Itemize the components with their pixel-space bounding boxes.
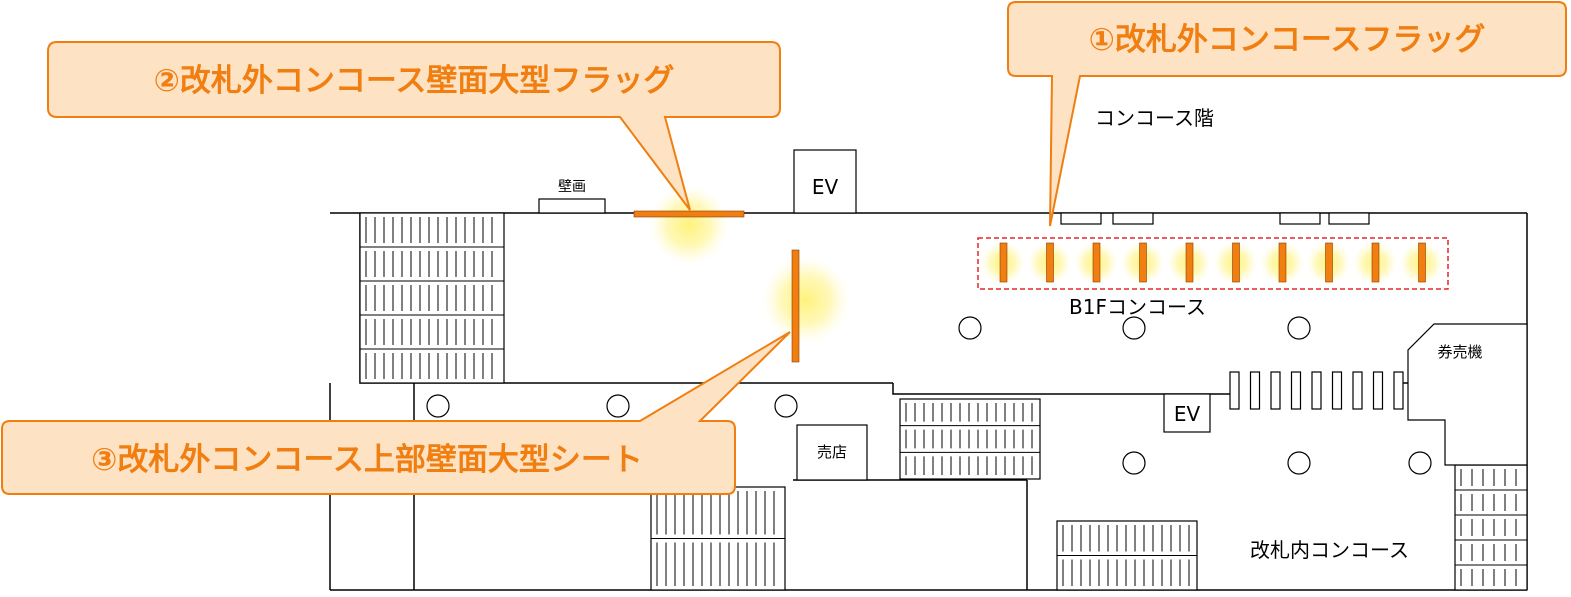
ticket-gate [1249, 371, 1261, 410]
pillar [606, 394, 630, 418]
stairs-steps-middle [900, 403, 1040, 480]
mural-label: 壁画 [558, 179, 586, 195]
concourse-flag [1371, 242, 1380, 283]
stairs-steps-far-right [1455, 469, 1527, 591]
kiosk-label: 売店 [817, 443, 847, 461]
mural-box [538, 198, 606, 214]
ticket-gate [1352, 371, 1363, 410]
callout-1: ①改札外コンコースフラッグ [1007, 1, 1567, 227]
glow-upper-wall-sheet [762, 256, 850, 344]
glow-wall-flag [649, 185, 729, 265]
pillar [1122, 316, 1146, 340]
callout-2-text: ②改札外コンコース壁面大型フラッグ [154, 63, 675, 99]
concourse-flag [1278, 242, 1287, 283]
callout-1-text: ①改札外コンコースフラッグ [1089, 22, 1486, 58]
ticket-gate [1229, 371, 1240, 410]
ticket-gate [1270, 371, 1281, 410]
elevator-top-box [793, 149, 857, 214]
stairs-steps-bottom-center [651, 491, 785, 591]
flags-area-dashed-box [977, 237, 1449, 290]
callout-2: ②改札外コンコース壁面大型フラッグ [47, 41, 781, 211]
elevator-mid-label: EV [1174, 402, 1201, 426]
concourse-flag [1092, 242, 1101, 283]
concourse-flag [1139, 242, 1147, 283]
ticket-gate [1331, 371, 1343, 410]
pillar [426, 394, 450, 418]
ticket-machine-label: 券売機 [1437, 343, 1482, 361]
pillars [426, 316, 1432, 475]
concourse-flag [999, 242, 1008, 283]
concourse-floor-label: コンコース階 [1095, 106, 1214, 130]
ticket-gates [1229, 371, 1404, 410]
concourse-flag [1046, 242, 1054, 283]
stairs-middle [899, 398, 1041, 480]
ticket-machine-area [1407, 323, 1528, 466]
ticket-gate [1290, 371, 1302, 410]
elevator-top-label: EV [812, 175, 839, 199]
concourse-flag [1185, 242, 1194, 283]
wall-openings [1060, 212, 1370, 225]
stairs-steps-bottom-right-center [1057, 525, 1197, 591]
pillar [1287, 451, 1311, 475]
ticket-gate [1372, 371, 1384, 410]
pillar [1408, 451, 1432, 475]
kiosk-box [796, 424, 868, 481]
wall-large-flag [633, 210, 745, 218]
callout-3-text: ③改札外コンコース上部壁面大型シート [91, 442, 643, 478]
stairs-steps-top-left [360, 217, 504, 384]
pillar [1122, 451, 1146, 475]
pillar [774, 394, 798, 418]
concourse-flag [1325, 242, 1333, 283]
callout-3: ③改札外コンコース上部壁面大型シート [1, 331, 791, 495]
concourse-flag [1232, 242, 1240, 283]
stairs-far-right [1454, 464, 1528, 591]
b1f-concourse-label: B1Fコンコース [1069, 295, 1206, 319]
ticket-gate [1393, 371, 1404, 410]
elevator-mid-box [1163, 393, 1211, 433]
concourse-flags-row [999, 242, 1426, 283]
pillar [1287, 316, 1311, 340]
stairs-top-left [359, 212, 505, 384]
pillar [958, 316, 982, 340]
upper-wall-large-sheet [791, 249, 800, 363]
inside-gate-concourse-label: 改札内コンコース [1250, 538, 1409, 562]
concourse-flag [1418, 242, 1426, 283]
ticket-gate [1311, 371, 1322, 410]
